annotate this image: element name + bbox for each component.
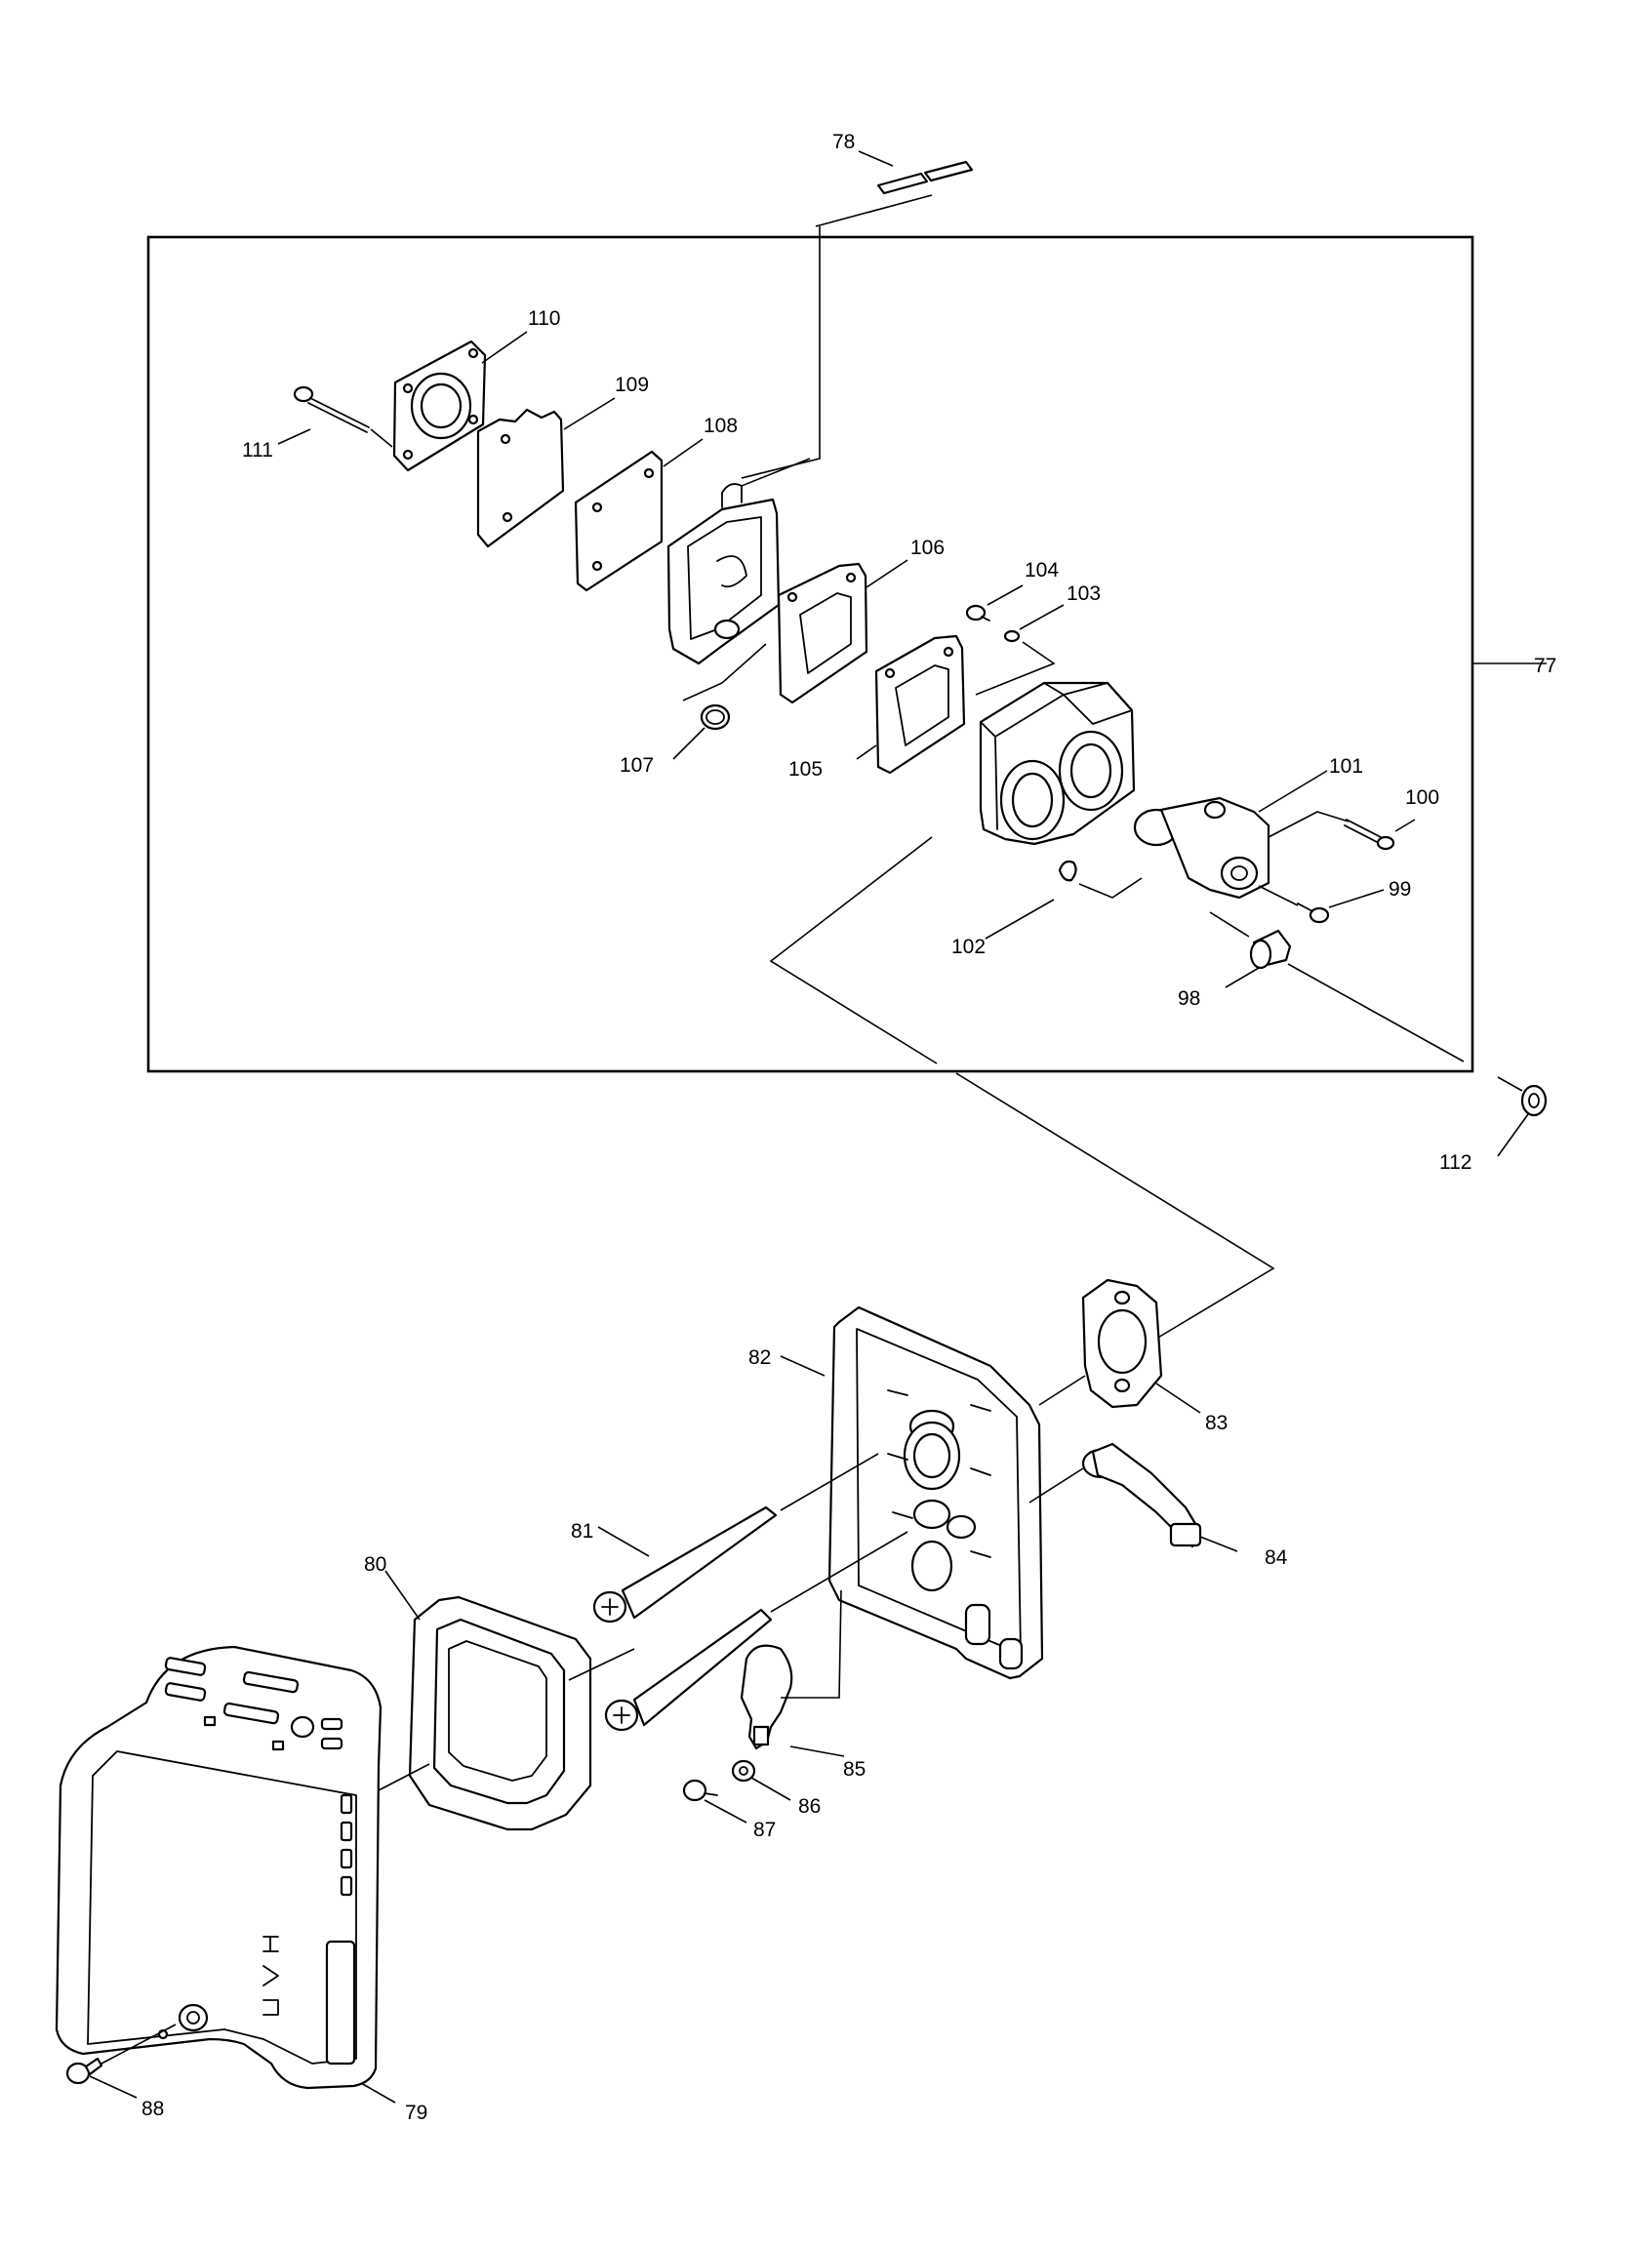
part-throttle-lever: [1133, 796, 1270, 900]
label-103: 103: [1067, 582, 1101, 605]
part-86-washer: [731, 1759, 756, 1783]
label-105: 105: [788, 758, 823, 781]
label-109: 109: [615, 374, 649, 396]
part-carburetor-body: [979, 681, 1136, 846]
part-83-gasket: [1081, 1278, 1163, 1409]
label-88: 88: [141, 2098, 164, 2120]
label-80: 80: [364, 1553, 386, 1576]
label-102: 102: [951, 936, 986, 958]
label-106: 106: [910, 537, 945, 559]
label-111: 111: [242, 439, 273, 461]
label-81: 81: [571, 1520, 593, 1543]
label-112: 112: [1439, 1151, 1471, 1174]
label-99: 99: [1389, 878, 1411, 901]
part-110-cover-plate: [392, 340, 487, 472]
part-104-screw: [965, 604, 990, 622]
label-104: 104: [1025, 559, 1059, 582]
part-103-o-ring: [1003, 629, 1021, 643]
label-82: 82: [748, 1346, 771, 1369]
label-98: 98: [1178, 987, 1200, 1010]
label-84: 84: [1265, 1546, 1288, 1569]
part-105-gasket: [874, 634, 966, 775]
bolt-lower: [604, 1608, 773, 1732]
part-100-screw: [1344, 819, 1395, 851]
part-pump-body: [666, 483, 781, 665]
part-106-gasket: [777, 562, 868, 704]
part-85-choke-shutter: [740, 1644, 793, 1750]
label-85: 85: [843, 1758, 866, 1781]
part-80-filter-element: [408, 1595, 592, 1831]
part-84-choke-lever: [1081, 1442, 1202, 1548]
label-83: 83: [1205, 1412, 1228, 1434]
label-86: 86: [798, 1795, 821, 1818]
label-79: 79: [405, 2102, 427, 2124]
label-87: 87: [753, 1819, 776, 1841]
part-79-air-cleaner-cover: [55, 1645, 383, 2090]
part-107-filter-screen: [700, 703, 731, 731]
part-108-gasket: [574, 450, 664, 592]
part-78-pins: [876, 160, 974, 195]
label-77: 77: [1534, 655, 1556, 677]
part-98-adjuster-screw: [1249, 929, 1292, 970]
part-87-screw: [682, 1779, 718, 1802]
part-112-washer: [1520, 1084, 1548, 1117]
part-99-screw: [1297, 902, 1330, 924]
label-101: 101: [1329, 755, 1363, 778]
label-78: 78: [832, 131, 855, 153]
part-111-screw: [293, 385, 370, 433]
label-100: 100: [1405, 786, 1439, 809]
part-number-labels: 78 77 110 109 108 111 106 104 103 107 10…: [141, 131, 1556, 2124]
carburetor-assembly-frame: [146, 235, 1474, 1073]
part-102-clip: [1058, 860, 1077, 882]
label-110: 110: [528, 307, 560, 330]
label-107: 107: [620, 754, 654, 777]
label-108: 108: [704, 415, 738, 437]
part-88-screw: [65, 2057, 103, 2085]
part-109-diaphragm: [476, 408, 565, 548]
part-81-bolt: [592, 1505, 778, 1624]
part-82-air-cleaner-base: [827, 1305, 1044, 1680]
